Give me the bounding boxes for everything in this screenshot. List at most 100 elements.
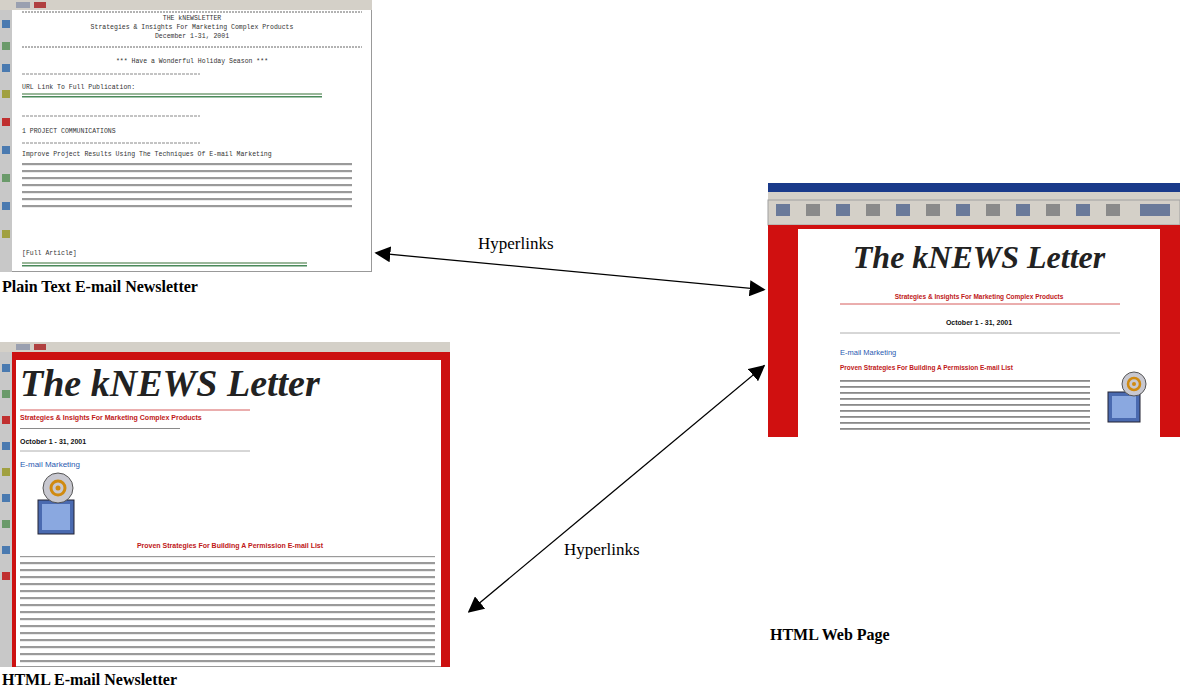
html-email-screenshot-part	[0, 352, 12, 667]
hyperlink-arrow	[469, 366, 764, 612]
screenshot-text: E-mail Marketing	[840, 349, 1140, 358]
edge-label: Hyperlinks	[476, 234, 556, 254]
plain-text-screenshot-part	[0, 10, 12, 272]
web-page-screenshot-part	[926, 204, 940, 216]
web-page-screenshot-part	[840, 378, 1090, 434]
email-icon-part	[43, 473, 73, 503]
web-page-screenshot-part	[1106, 204, 1120, 216]
plain-text-screenshot-part	[2, 202, 10, 210]
email-icon-part	[42, 504, 70, 530]
html-email-screenshot-part	[2, 468, 10, 476]
web-page-screenshot-part	[768, 200, 1180, 225]
screenshot-text: Proven Strategies For Building A Permiss…	[20, 542, 440, 550]
html-email-screenshot-part	[2, 390, 10, 398]
screenshot-box: HTML E-mail NewsletterThe kNEWS LetterSt…	[0, 342, 450, 667]
web-page-screenshot-part	[806, 204, 820, 216]
web-page-screenshot-part	[956, 204, 970, 216]
html-email-screenshot-part	[2, 416, 10, 424]
plain-text-screenshot-part	[22, 143, 200, 144]
screenshot-text: Strategies & Insights For Marketing Comp…	[20, 414, 440, 422]
screenshot-text: Strategies & Insights For Marketing Comp…	[798, 293, 1160, 300]
web-page-screenshot-part	[836, 204, 850, 216]
web-page-screenshot-part	[840, 304, 1120, 305]
plain-text-screenshot-part	[22, 47, 362, 48]
hyperlink-arrow	[376, 253, 764, 290]
email-icon	[38, 473, 74, 534]
plain-text-screenshot-part	[2, 42, 10, 50]
email-icon-part	[56, 486, 61, 491]
screenshot-box: HTML Web PageThe kNEWS LetterStrategies …	[768, 183, 1180, 437]
screenshot-text: *** Have a Wonderful Holiday Season ***	[12, 58, 372, 65]
plain-text-screenshot-part	[0, 0, 372, 10]
plain-text-screenshot-part	[2, 174, 10, 182]
html-email-screenshot-part	[12, 352, 450, 360]
email-icon-part	[1132, 382, 1136, 386]
web-page-screenshot-part	[896, 204, 910, 216]
screenshot-text: October 1 - 31, 2001	[20, 438, 440, 446]
plain-text-screenshot-part	[2, 118, 10, 126]
plain-text-screenshot-part	[22, 262, 307, 264]
email-icon-part	[1122, 372, 1146, 396]
caption: Plain Text E-mail Newsletter	[2, 278, 198, 296]
screenshot-text: E-mail Marketing	[20, 460, 440, 469]
web-page-screenshot-part	[866, 204, 880, 216]
screenshot-text: Strategies & Insights For Marketing Comp…	[12, 24, 372, 31]
web-page-screenshot-part	[900, 305, 1050, 308]
plain-text-screenshot-part	[2, 90, 10, 98]
plain-text-screenshot-part	[22, 74, 200, 75]
web-page-screenshot-part	[1046, 204, 1060, 216]
html-email-screenshot-part	[2, 572, 10, 580]
web-page-screenshot-part	[768, 192, 1180, 200]
web-page-screenshot-part	[986, 204, 1000, 216]
plain-text-screenshot-part	[16, 2, 30, 8]
screenshot-text: Improve Project Results Using The Techni…	[22, 151, 362, 158]
screenshot-text: The kNEWS Letter	[20, 362, 440, 406]
plain-text-screenshot-part	[2, 20, 10, 28]
plain-text-screenshot-part	[22, 163, 352, 212]
screenshot-text: December 1-31, 2001	[12, 33, 372, 40]
html-email-screenshot-part	[2, 442, 10, 450]
html-email-screenshot	[0, 342, 450, 667]
plain-text-screenshot-part	[2, 230, 10, 238]
screenshot-text: URL Link To Full Publication:	[22, 84, 362, 91]
plain-text-screenshot-part	[2, 146, 10, 154]
plain-text-screenshot-part	[22, 12, 362, 13]
web-page-screenshot	[768, 183, 1180, 437]
html-email-screenshot-part	[12, 352, 16, 667]
html-email-screenshot-part	[1, 343, 450, 667]
plain-text-screenshot-part	[22, 93, 322, 95]
html-email-screenshot-part	[16, 344, 30, 350]
email-icon-part	[1128, 378, 1140, 390]
screenshot-text: THE kNEWSLETTER	[12, 15, 372, 22]
web-page-screenshot-part	[768, 183, 1180, 192]
html-email-screenshot-part	[2, 364, 10, 372]
screenshot-text: 1 PROJECT COMMUNICATIONS	[22, 128, 362, 135]
web-page-screenshot-part	[776, 204, 790, 216]
plain-text-screenshot-part	[34, 2, 46, 8]
caption: HTML E-mail Newsletter	[2, 671, 177, 689]
web-page-screenshot-part	[1140, 204, 1170, 216]
email-icon-part	[51, 481, 65, 495]
html-email-screenshot-part	[20, 410, 250, 411]
web-page-screenshot-part	[840, 333, 1120, 334]
plain-text-screenshot-part	[2, 64, 10, 72]
plain-text-screenshot-part	[22, 265, 307, 267]
email-icon-part	[1108, 392, 1140, 422]
html-email-screenshot-part	[20, 556, 435, 664]
email-icon	[1108, 372, 1146, 422]
email-icon-part	[1112, 396, 1136, 418]
web-page-screenshot-part	[768, 183, 1180, 437]
screenshot-text: [Full Article]	[22, 250, 362, 257]
screenshot-text: The kNEWS Letter	[798, 239, 1160, 276]
plain-text-screenshot-part	[1, 1, 372, 272]
html-email-screenshot-part	[2, 546, 10, 554]
plain-text-screenshot-part	[22, 96, 322, 98]
html-email-screenshot-part	[20, 451, 250, 452]
html-email-screenshot-part	[0, 342, 450, 352]
screenshot-text: Proven Strategies For Building A Permiss…	[840, 364, 1120, 371]
html-email-screenshot-part	[20, 425, 180, 429]
edge-label: Hyperlinks	[562, 540, 642, 560]
